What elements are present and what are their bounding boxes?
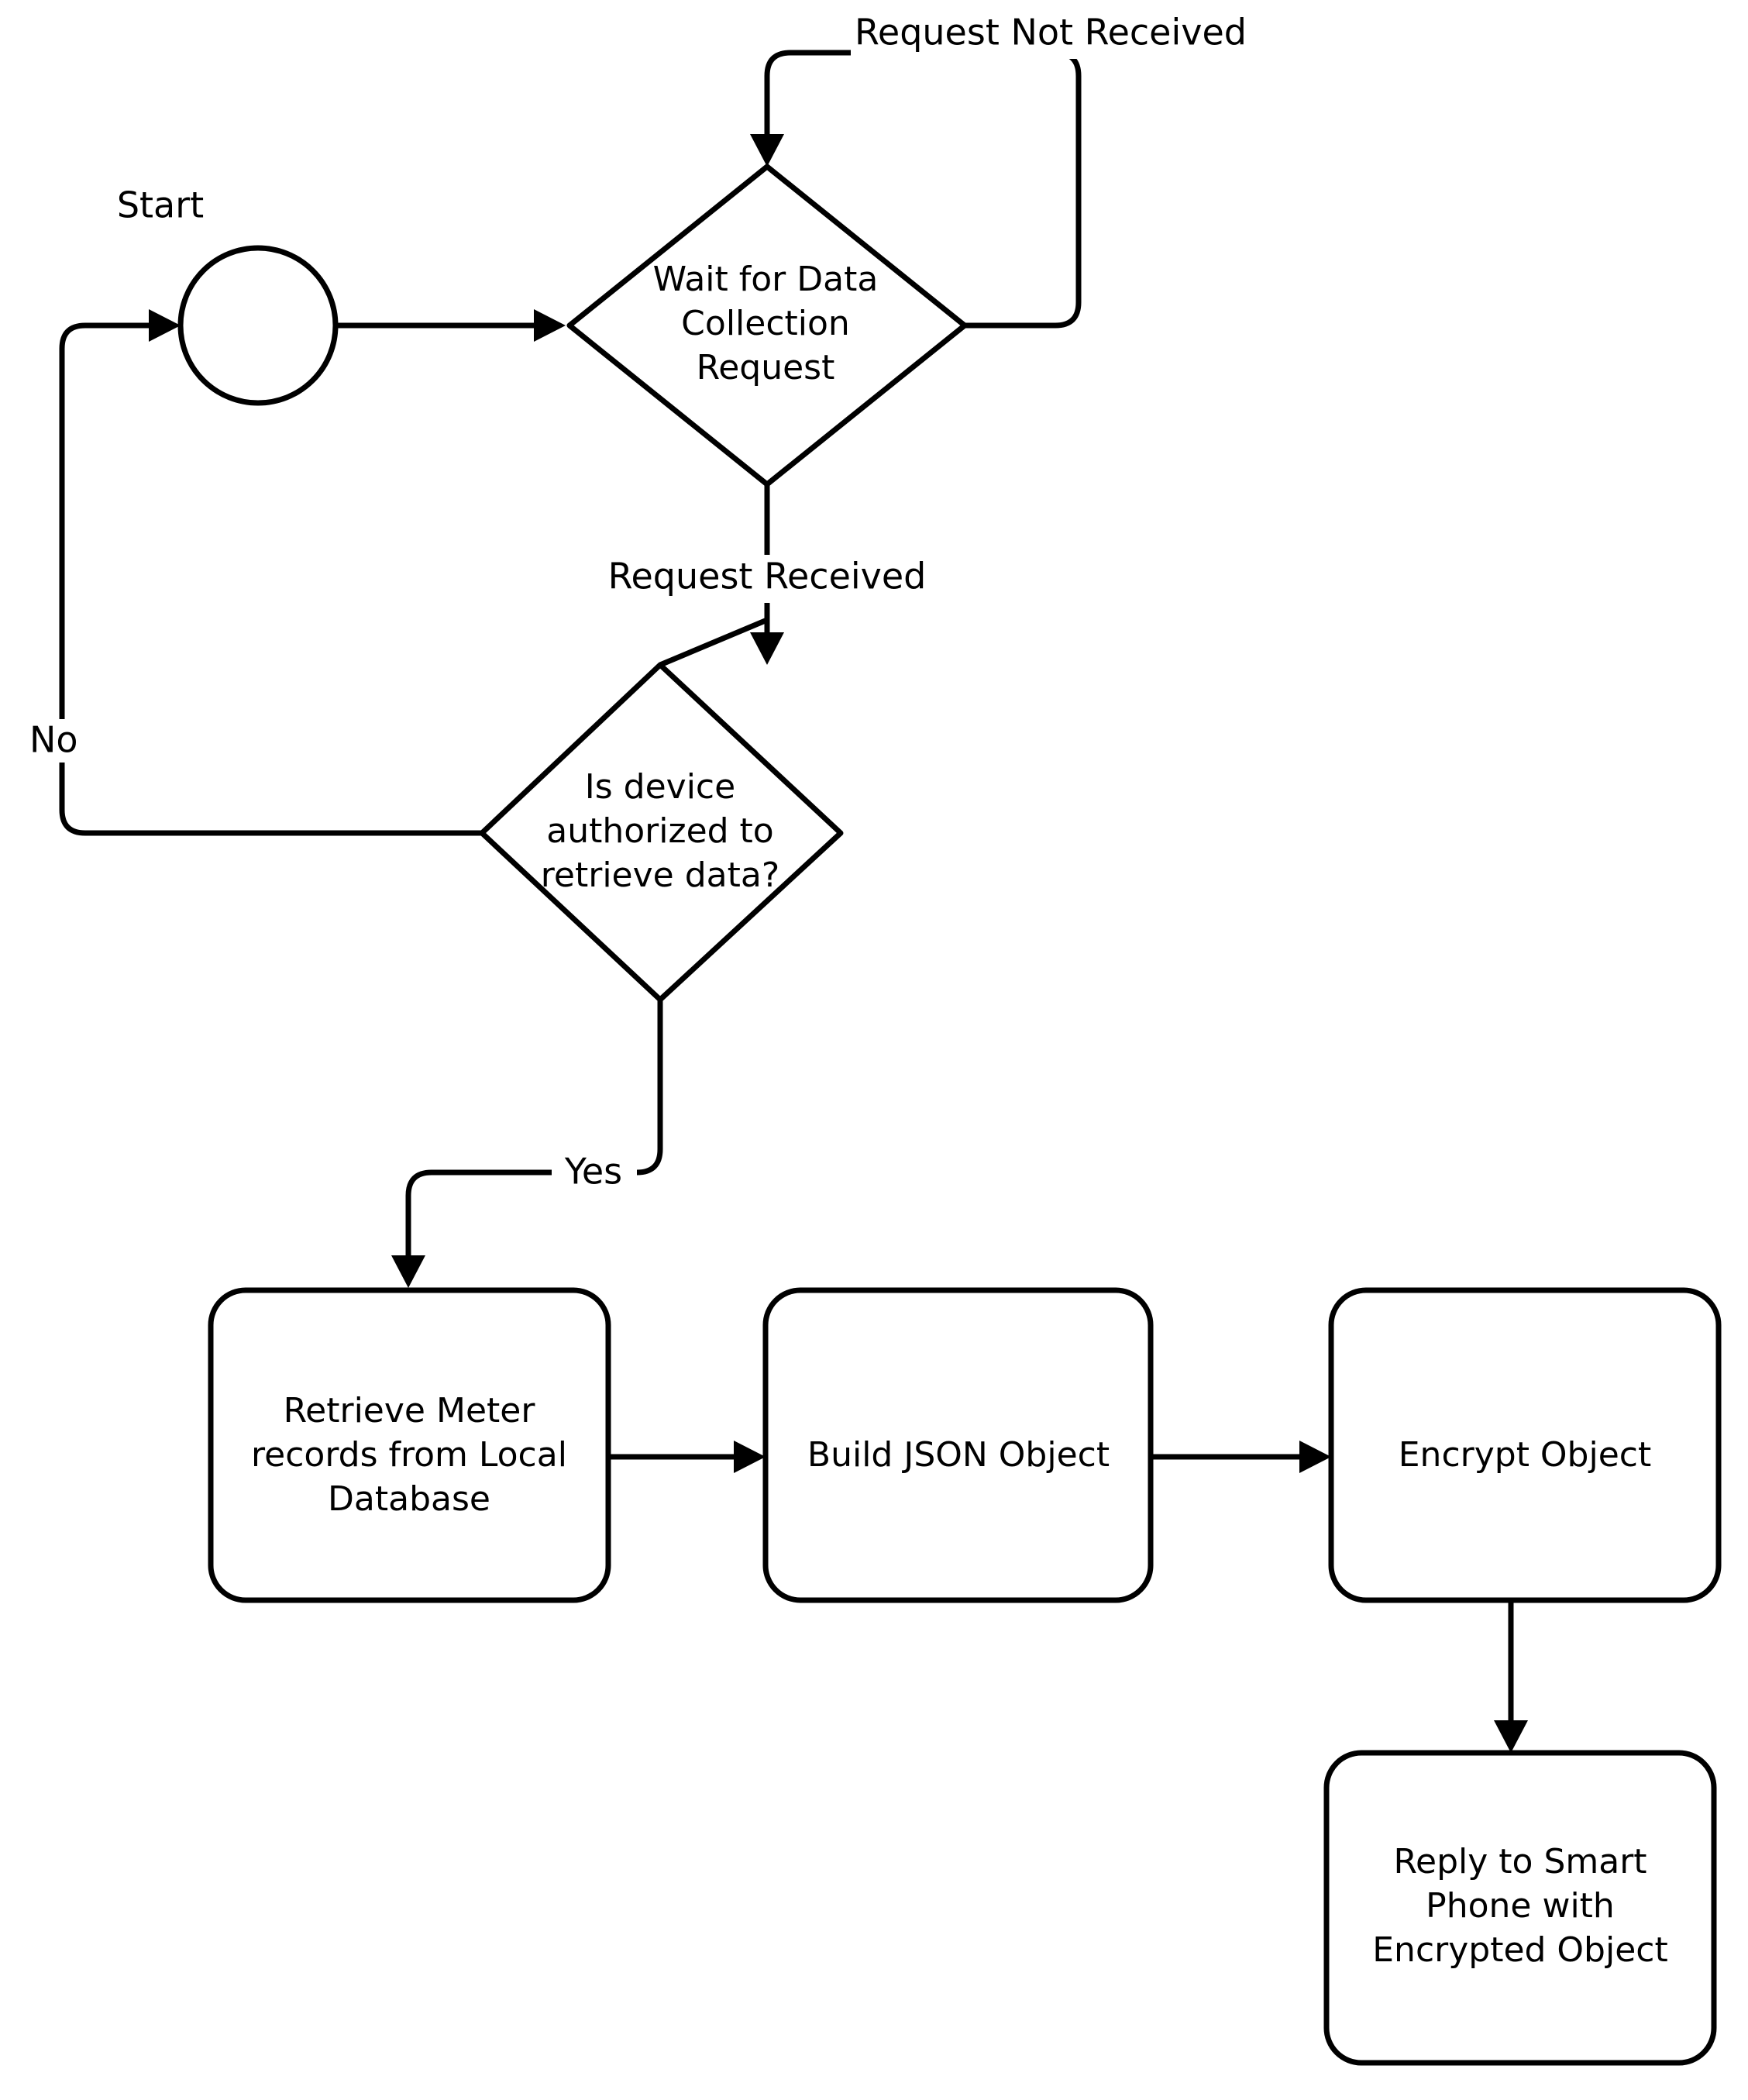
edge-start-to-wait [335, 309, 566, 342]
arrowhead-request-received [750, 632, 784, 665]
node-encrypt-object-label: Encrypt Object [1399, 1435, 1651, 1475]
node-retrieve-meter-box[interactable] [208, 1287, 611, 1603]
node-start-label: Start [117, 184, 204, 226]
node-reply-smart-phone-box[interactable] [1323, 1750, 1717, 2066]
node-retrieve-meter-line1: Retrieve Meter [284, 1391, 536, 1430]
edge-yes [391, 1000, 663, 1288]
edge-encrypt-to-reply [1494, 1600, 1528, 1753]
node-is-authorized-line1: Is device [585, 767, 735, 807]
node-retrieve-meter-line3: Database [328, 1479, 490, 1519]
arrowhead-start-to-wait [534, 309, 566, 342]
label-mask-request-not-received [851, 11, 1285, 59]
edge-label-no: No [29, 719, 78, 761]
edge-no [59, 309, 482, 836]
arrowhead-retrieve-to-build [734, 1441, 766, 1473]
label-mask-yes [552, 1152, 637, 1195]
node-start-circle[interactable] [177, 245, 339, 406]
node-wait-request-line2: Collection [681, 304, 850, 343]
arrowhead-build-to-encrypt [1299, 1441, 1331, 1473]
arrowhead-no [149, 309, 181, 342]
edge-build-to-encrypt [1151, 1441, 1331, 1473]
node-wait-request-diamond[interactable] [566, 164, 968, 487]
node-is-authorized-line2: authorized to [546, 811, 773, 851]
node-build-json-box[interactable] [762, 1287, 1154, 1603]
node-build-json-label: Build JSON Object [807, 1435, 1110, 1475]
node-reply-smart-phone-line2: Phone with [1426, 1886, 1615, 1926]
edge-retrieve-to-build [608, 1441, 766, 1473]
node-wait-request-line1: Wait for Data [653, 260, 879, 299]
node-is-authorized-diamond[interactable] [479, 662, 844, 1003]
node-retrieve-meter-line2: records from Local [251, 1435, 567, 1475]
node-wait-request-line3: Request [697, 348, 835, 387]
arrowhead-request-not-received [750, 134, 784, 167]
node-encrypt-object-box[interactable] [1328, 1287, 1722, 1603]
label-mask-no [28, 719, 99, 763]
edge-label-yes: Yes [564, 1151, 622, 1193]
edge-label-request-received: Request Received [608, 556, 927, 597]
node-reply-smart-phone-line1: Reply to Smart [1393, 1842, 1646, 1881]
node-reply-smart-phone-line3: Encrypted Object [1372, 1930, 1667, 1970]
arrowhead-encrypt-to-reply [1494, 1720, 1528, 1753]
label-mask-request-received [601, 555, 934, 603]
node-is-authorized-line3: retrieve data? [541, 855, 779, 895]
arrowhead-yes [391, 1255, 425, 1288]
edge-label-request-not-received: Request Not Received [855, 12, 1247, 53]
